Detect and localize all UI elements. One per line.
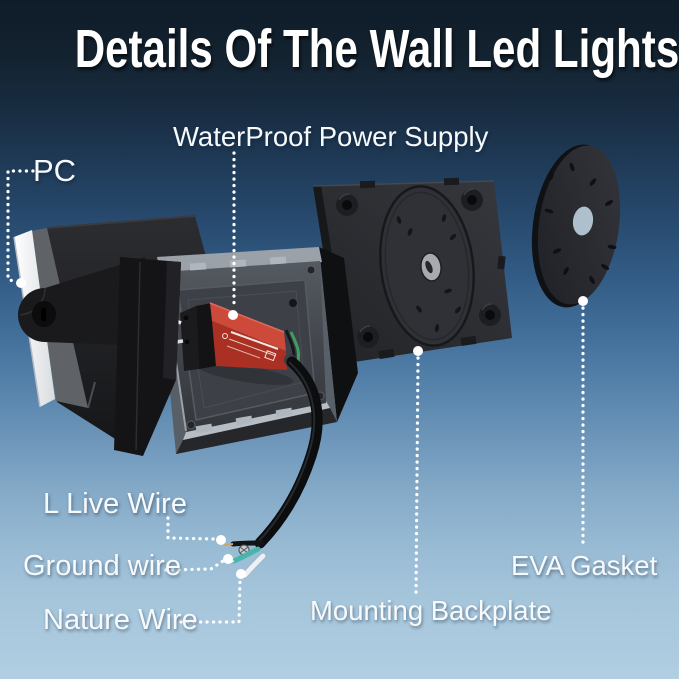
leader-dot-power-supply xyxy=(228,310,238,320)
housing-clips xyxy=(189,256,293,434)
page-title: Details Of The Wall Led Lights xyxy=(74,19,679,79)
eva-gasket xyxy=(531,144,621,308)
label-eva-gasket: EVA Gasket xyxy=(511,550,658,581)
leader-dot-neutral-wire xyxy=(236,569,246,579)
gasket-center-hole xyxy=(572,206,594,236)
leader-lines xyxy=(6,151,588,624)
live-wire xyxy=(223,540,265,547)
leader-line-ground-wire xyxy=(164,559,225,572)
label-waterproof-power-supply: WaterProof Power Supply xyxy=(173,121,489,152)
mounting-arm xyxy=(18,257,148,346)
leader-line-live-wire xyxy=(166,516,216,541)
leader-line-neutral-wire xyxy=(179,578,242,624)
power-cable xyxy=(254,354,323,549)
label-ground-wire: Ground wire xyxy=(23,550,181,582)
backplate-disc xyxy=(379,185,475,347)
leader-dot-ground-wire xyxy=(223,554,233,564)
backplate-edge-tabs xyxy=(359,177,506,360)
backplate-hub xyxy=(420,252,442,282)
leader-dot-gasket xyxy=(578,296,588,306)
leader-dot-backplate xyxy=(413,346,423,356)
backplate-corner-bosses xyxy=(336,188,501,348)
leader-line-pc xyxy=(6,169,35,284)
power-supply-unit xyxy=(149,302,294,385)
mounting-bracket xyxy=(114,257,181,456)
label-pc-lens: PC xyxy=(33,153,77,188)
gasket-screw-slits xyxy=(544,162,617,285)
neutral-wire xyxy=(241,552,267,579)
label-neutral-wire: Nature Wire xyxy=(43,604,198,636)
label-mounting-backplate: Mounting Backplate xyxy=(310,595,552,626)
driver-label-print xyxy=(222,331,279,362)
label-live-wire: L Live Wire xyxy=(43,488,187,520)
leader-dot-pc xyxy=(16,278,26,288)
leader-line-backplate xyxy=(414,356,420,596)
leader-dot-live-wire xyxy=(216,535,226,545)
wire-ends xyxy=(223,540,267,579)
